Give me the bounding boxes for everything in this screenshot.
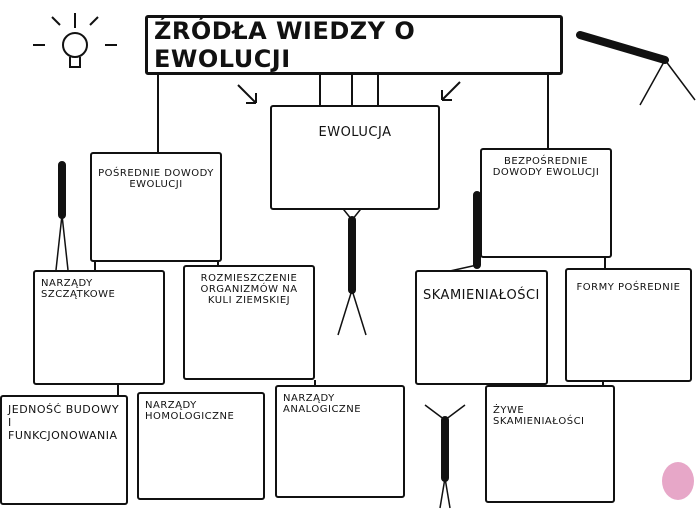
node-ewolucja: EWOLUCJA (270, 105, 440, 210)
node-narzady-homologiczne: NARZĄDY HOMOLOGICZNE (137, 392, 265, 500)
node-posrednie: POŚREDNIE DOWODY EWOLUCJI (90, 152, 222, 262)
node-narzady-analogiczne: NARZĄDY ANALOGICZNE (275, 385, 405, 498)
node-bezposrednie: BEZPOŚREDNIE DOWODY EWOLUCJI (480, 148, 612, 258)
node-narzady-szczatkowe: NARZĄDY SZCZĄTKOWE (33, 270, 165, 385)
author-logo (662, 462, 694, 500)
diagram-title: ŹRÓDŁA WIEDZY O EWOLUCJI (145, 15, 563, 75)
node-skamienialosci: SKAMIENIAŁOŚCI (415, 270, 548, 385)
node-zywe-skamienialosci: ŻYWE SKAMIENIAŁOŚCI (485, 385, 615, 503)
node-rozmieszczenie: ROZMIESZCZENIE ORGANIZMÓW NA KULI ZIEMSK… (183, 265, 315, 380)
node-formy-posrednie: FORMY POŚREDNIE (565, 268, 692, 382)
node-jednosc-budowy: JEDNOŚĆ BUDOWY I FUNKCJONOWANIA (0, 395, 128, 505)
